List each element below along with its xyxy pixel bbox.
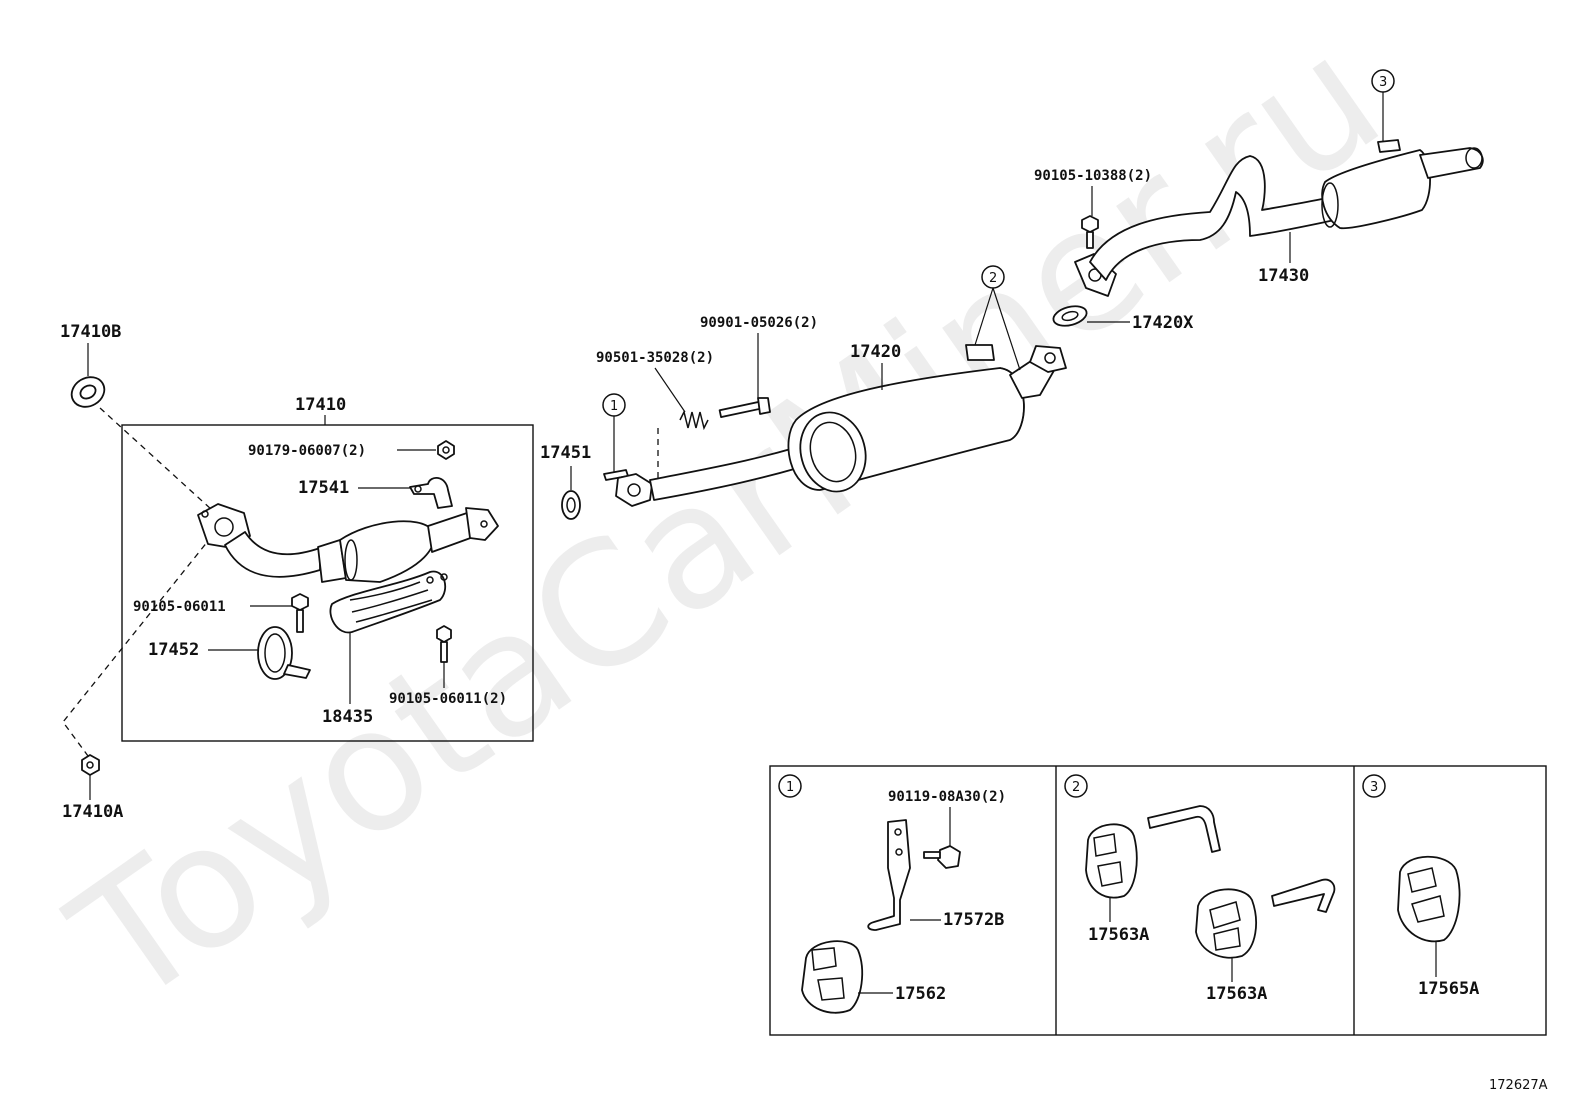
leader-ref-2b [992,287,1021,371]
label-17563a-second: 17563A [1206,984,1267,1004]
group-box-17410 [121,424,534,742]
tail-pipe-muffler-17430-illustration [1074,147,1484,297]
inset-ref-circle-1 [778,774,802,798]
label-17563a-first: 17563A [1088,925,1149,945]
label-90105-06011-pair: 90105-06011(2) [389,691,507,707]
nut-17410a-illustration [81,754,100,776]
label-90119-08a30: 90119-08A30(2) [888,789,1006,805]
ref-1: 1 [610,399,618,414]
label-17420x: 17420X [1132,313,1194,333]
clamp-17452-illustration [257,626,311,680]
ref-2: 2 [989,271,997,286]
gasket-17420x-illustration [1052,305,1088,327]
spring-90501-illustration [679,409,709,431]
leader-90501 [654,367,686,413]
hanger-rod-2b-illustration [1271,878,1336,913]
label-90901-05026: 90901-05026(2) [700,315,818,331]
hanger-rod-rear-illustration [1377,139,1401,153]
bolt-90105-06011-pair-illustration [436,625,452,663]
hanger-bracket-17572b-illustration [867,819,911,931]
label-90501-35028: 90501-35028(2) [596,350,714,366]
gasket-17451-illustration [561,490,581,520]
ref-3: 3 [1379,75,1387,90]
front-pipe-catalytic-converter-illustration [197,503,499,583]
bracket-17541-illustration [409,477,453,509]
label-17541: 17541 [298,478,349,498]
label-17410b: 17410B [60,322,121,342]
label-17410: 17410 [295,395,346,415]
label-17451: 17451 [540,443,591,463]
inset-ref-1: 1 [786,780,794,795]
heat-insulator-18435-illustration [329,570,448,634]
diagram-id: 172627A [1489,1078,1548,1093]
label-17420: 17420 [850,342,901,362]
inset-ref-circle-2 [1064,774,1088,798]
leader-ref-2a [974,287,994,346]
bolt-90105-10388-illustration [1081,215,1099,249]
label-17452: 17452 [148,640,199,660]
gasket-17410b-illustration [70,376,106,408]
hanger-rubber-17563a-first-illustration [1085,823,1138,899]
inset-ref-circle-3 [1362,774,1386,798]
center-pipe-muffler-17420-illustration [615,344,1067,507]
hanger-rubber-17562-illustration [801,940,864,1014]
label-17410a: 17410A [62,802,123,822]
label-90105-10388: 90105-10388(2) [1034,168,1152,184]
label-17430: 17430 [1258,266,1309,286]
label-17572b: 17572B [943,910,1004,930]
bolt-90119-08a30-illustration [923,845,961,869]
hanger-detail-box [769,765,1547,1036]
dashed-locator-lower [62,535,213,757]
label-90179-06007: 90179-06007(2) [248,443,366,459]
label-18435: 18435 [322,707,373,727]
label-90105-06011: 90105-06011 [133,599,226,615]
nut-90179-illustration [437,440,455,460]
hanger-rubber-17565a-illustration [1397,855,1461,943]
hanger-rod-2a-illustration [1147,805,1221,853]
bolt-90901-illustration [718,397,771,418]
label-17565a: 17565A [1418,979,1479,999]
bolt-90105-06011-illustration [291,593,309,633]
label-17562: 17562 [895,984,946,1004]
hanger-rubber-17563a-second-illustration [1195,888,1257,959]
dashed-locator-upper [99,407,213,511]
inset-ref-3: 3 [1370,780,1378,795]
inset-ref-2: 2 [1072,780,1080,795]
